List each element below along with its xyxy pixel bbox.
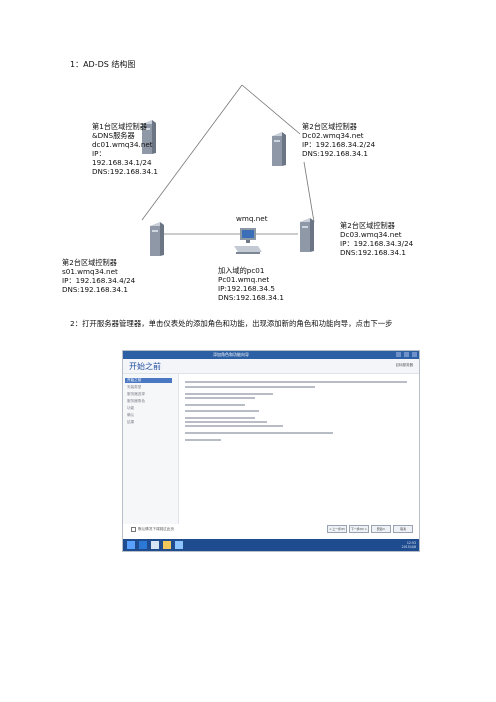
label-line: 加入域的pc01: [218, 266, 265, 275]
start-icon[interactable]: [127, 541, 135, 549]
link-top-left: [141, 84, 243, 221]
pc-label-pc01: 加入域的pc01 Pc01.wmq.net IP:192.168.34.5 DN…: [218, 266, 284, 302]
nav-item-install-type[interactable]: 安装类型: [127, 385, 142, 389]
body-text-line: [185, 397, 255, 399]
window-titlebar: 添加角色和功能向导: [123, 351, 419, 359]
domain-label: wmq.net: [236, 214, 268, 223]
wizard-header: [123, 359, 419, 374]
server-manager-icon[interactable]: [139, 541, 147, 549]
install-button[interactable]: 安装(I): [371, 525, 391, 533]
nav-item-results[interactable]: 结果: [127, 420, 135, 424]
label-line: Pc01.wmq.net: [218, 275, 270, 284]
server-icon: [300, 218, 314, 252]
server-label-dc03: 第2台区域控制器 Dc03.wmq34.net IP：192.168.34.3/…: [340, 221, 413, 257]
label-line: IP：192.168.34.4/24: [62, 276, 136, 285]
body-text-line: [185, 381, 407, 383]
label-line: Dc02.wmq34.net: [302, 131, 364, 140]
nav-item-server-selection[interactable]: 服务器选择: [127, 392, 145, 396]
nav-item-features[interactable]: 功能: [127, 406, 135, 410]
taskbar: 12:53 2015/4/8: [123, 539, 419, 551]
label-line: DNS:192.168.34.1: [302, 149, 368, 158]
explorer-icon[interactable]: [163, 541, 171, 549]
body-text-line: [185, 393, 273, 395]
label-line: 第1台区域控制器: [92, 122, 147, 131]
label-line: IP：: [92, 149, 106, 158]
body-text-line: [185, 404, 245, 406]
body-text-line: [185, 410, 259, 412]
next-button[interactable]: 下一步(N) >: [349, 525, 369, 533]
tray-time: 12:53: [406, 541, 416, 545]
skip-page-checkbox-row[interactable]: 默认情况下将跳过此页: [131, 527, 174, 532]
link-top-right: [241, 84, 301, 135]
ad-ds-structure-diagram: 第1台区域控制器 &DNS服务器 dc01.wmq34.net IP： 192.…: [62, 82, 430, 308]
label-line: 第2台区域控制器: [340, 221, 395, 230]
label-line: DNS:192.168.34.1: [340, 248, 406, 257]
powershell-icon[interactable]: [151, 541, 159, 549]
label-line: IP：192.168.34.2/24: [302, 140, 376, 149]
tray-date: 2015/4/8: [401, 545, 416, 549]
system-tray-clock: 12:53 2015/4/8: [402, 541, 416, 549]
body-text-line: [185, 386, 315, 388]
body-text-line: [185, 421, 267, 423]
window-controls: [396, 352, 417, 357]
wizard-screenshot: 添加角色和功能向导 开始之前 目标服务器 开始之前 安装类型 服务器选择 服务器…: [122, 350, 420, 552]
server-icon: [150, 222, 164, 256]
body-text-line: [185, 417, 255, 419]
previous-button[interactable]: < 上一步(P): [327, 525, 347, 533]
server-label-dc02: 第2台区域控制器 Dc02.wmq34.net IP：192.168.34.2/…: [302, 122, 375, 158]
label-line: IP：192.168.34.3/24: [340, 239, 414, 248]
cancel-button[interactable]: 取消: [393, 525, 413, 533]
nav-item-confirmation[interactable]: 确认: [127, 413, 135, 417]
window-title: 添加角色和功能向导: [213, 352, 249, 357]
nav-item-server-roles[interactable]: 服务器角色: [127, 399, 145, 403]
workstation-icon: [234, 228, 262, 254]
skip-page-checkbox[interactable]: [131, 527, 136, 532]
body-text-line: [185, 439, 221, 441]
wizard-nav: 开始之前 安装类型 服务器选择 服务器角色 功能 确认 结果: [123, 374, 179, 524]
label-line: DNS:192.168.34.1: [62, 285, 128, 294]
server-icon: [272, 132, 286, 166]
server-label-s01: 第2台区域控制器 s01.wmq34.net IP：192.168.34.4/2…: [62, 258, 135, 294]
wizard-buttons: < 上一步(P) 下一步(N) > 安装(I) 取消: [327, 525, 413, 533]
body-text-line: [185, 432, 333, 434]
maximize-icon[interactable]: [404, 352, 409, 357]
label-line: 第2台区域控制器: [62, 258, 117, 267]
body-text-line: [185, 425, 283, 427]
minimize-icon[interactable]: [396, 352, 401, 357]
target-server-label: 目标服务器: [395, 363, 414, 367]
label-line: &DNS服务器: [92, 131, 135, 140]
server-icon: [142, 120, 156, 154]
skip-page-label: 默认情况下将跳过此页: [138, 527, 174, 531]
step-2-text: 2：打开服务器管理器，单击仪表处的添加角色和功能，出现添加新的角色和功能向导，点…: [70, 319, 393, 328]
label-line: DNS:192.168.34.1: [92, 167, 158, 176]
wizard-page-title: 开始之前: [129, 362, 161, 371]
section-heading-1: 1：AD-DS 结构图: [70, 60, 136, 69]
label-line: 第2台区域控制器: [302, 122, 357, 131]
nav-item-before-you-begin[interactable]: 开始之前: [125, 378, 172, 383]
server-label-dc01: 第1台区域控制器 &DNS服务器 dc01.wmq34.net IP： 192.…: [92, 122, 158, 176]
link-right: [303, 161, 315, 223]
close-icon[interactable]: [412, 352, 417, 357]
label-line: IP:192.168.34.5: [218, 284, 275, 293]
label-line: s01.wmq34.net: [62, 267, 118, 276]
label-line: DNS:192.168.34.1: [218, 293, 284, 302]
wizard-taskbar-icon[interactable]: [175, 541, 183, 549]
label-line: Dc03.wmq34.net: [340, 230, 402, 239]
label-line: 192.168.34.1/24: [92, 158, 152, 167]
label-line: dc01.wmq34.net: [92, 140, 153, 149]
diagram-lines: [141, 84, 315, 235]
